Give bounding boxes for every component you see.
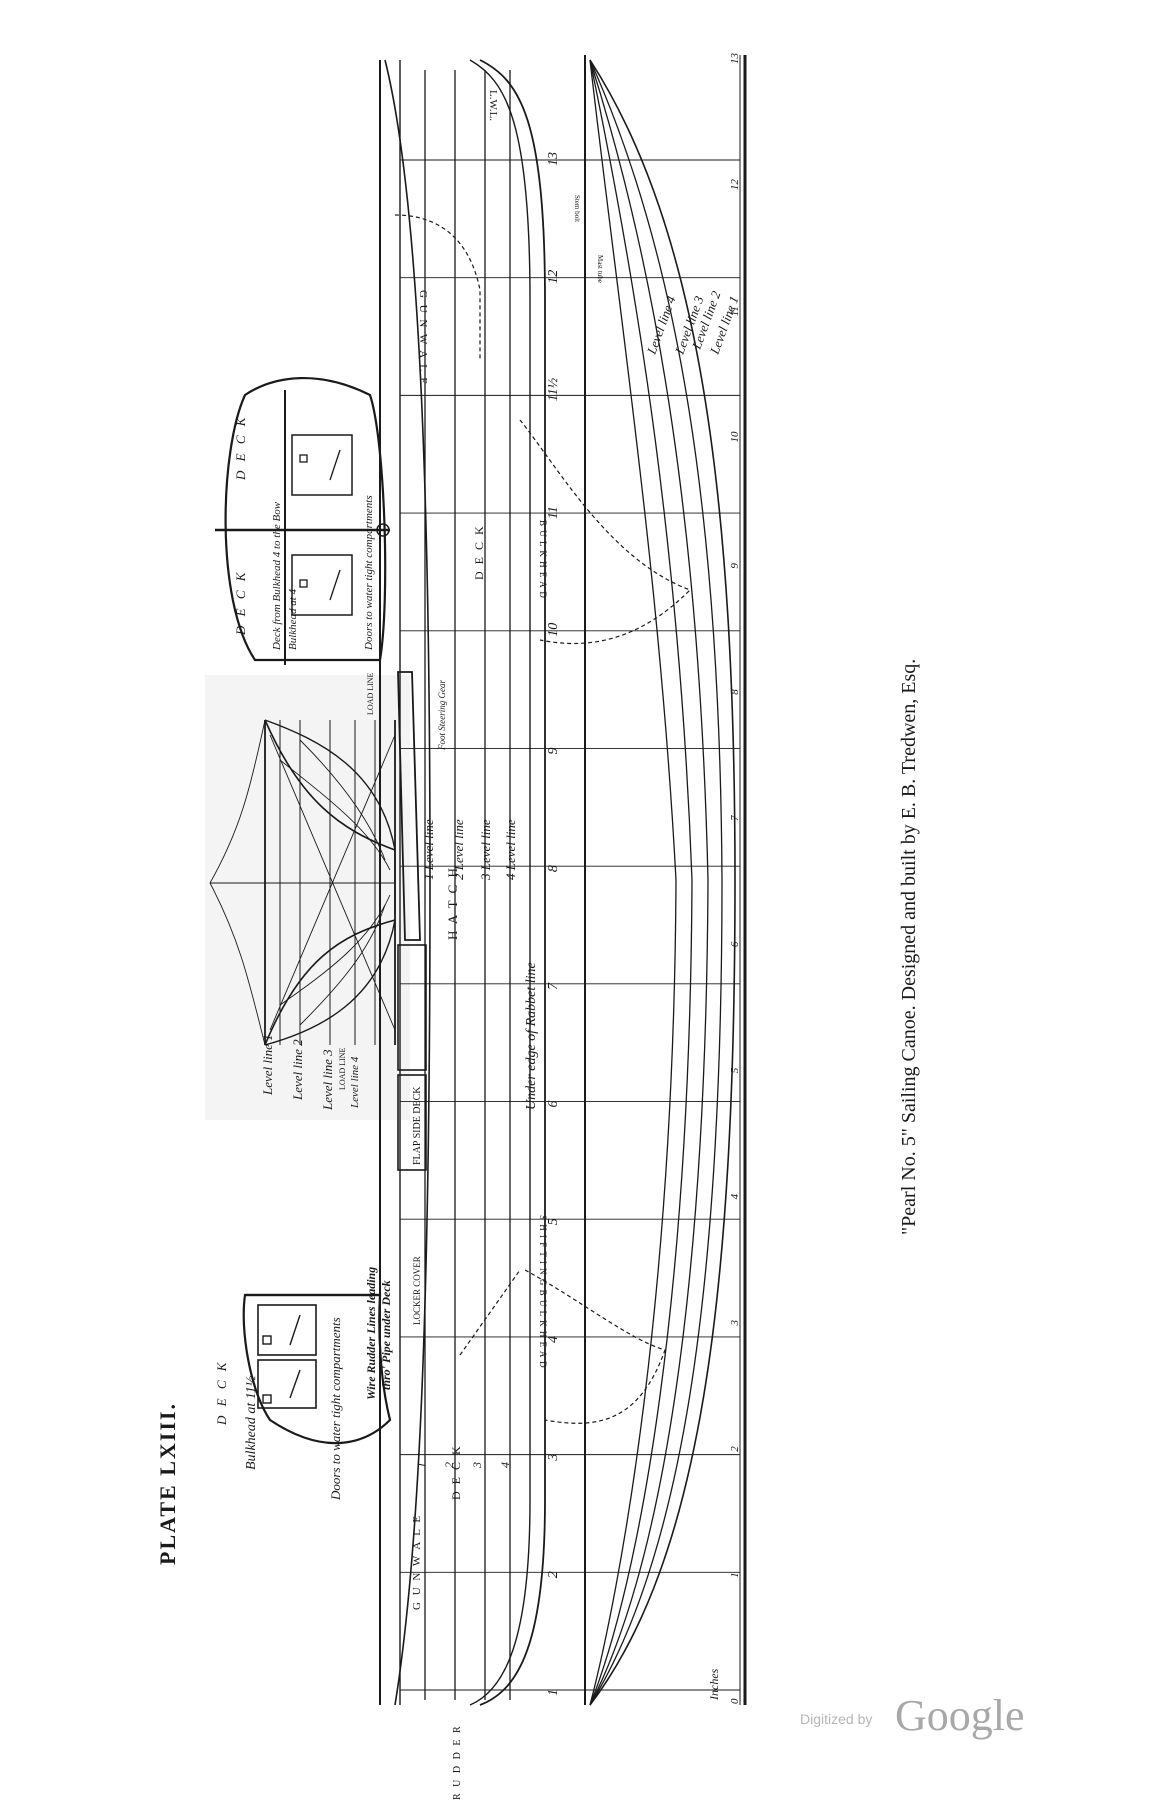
end-station-number: 3 bbox=[470, 1462, 484, 1469]
rudder-lines-label-2: thro' Pipe under Deck bbox=[379, 1280, 393, 1390]
station-number: 11½ bbox=[546, 377, 561, 401]
scale-tick-label: 13 bbox=[729, 53, 741, 65]
scale-tick-label: 2 bbox=[729, 1446, 741, 1452]
rabbet-line-label: Under edge of Rabbet line bbox=[524, 962, 539, 1110]
scale-tick-label: 1 bbox=[729, 1572, 741, 1578]
rudder-lines-label: Wire Rudder Lines leading bbox=[364, 1267, 378, 1400]
station-number: 12 bbox=[546, 270, 561, 284]
mast-tube-label: Mast tube bbox=[596, 255, 604, 283]
gunwale-bow-label: G U N W A L E bbox=[417, 290, 429, 386]
locker-cover-label: LOCKER COVER bbox=[412, 1256, 422, 1325]
rudder-label: R U D D E R bbox=[452, 1724, 463, 1800]
bulkhead-section-deck: D E C K bbox=[214, 1360, 229, 1426]
hatch-label: H A T C H bbox=[445, 866, 460, 940]
body-plan-load-line: LOAD LINE bbox=[338, 1047, 347, 1090]
station-number: 6 bbox=[546, 1101, 561, 1108]
shifting-bulkhead-label: S H I F T I N G B U L K H E A D bbox=[538, 1215, 548, 1369]
level-line-1-label: 1 Level line bbox=[421, 819, 436, 880]
body-plan-drawing bbox=[205, 675, 410, 1120]
station-number: 8 bbox=[546, 865, 561, 872]
end-section-deck-right: D E C K bbox=[233, 415, 248, 481]
watermark-brand: Google bbox=[895, 1691, 1025, 1740]
scale-tick-label: 7 bbox=[729, 815, 741, 821]
station-number: 4 bbox=[546, 1336, 561, 1343]
steering-gear-label: Foot Steering Gear bbox=[437, 680, 447, 751]
level-line-2-label: 2 Level line bbox=[451, 819, 466, 880]
watermark-prefix: Digitized by bbox=[800, 1711, 872, 1727]
station-number: 5 bbox=[546, 1218, 561, 1225]
end-section-deck-left: D E C K bbox=[233, 570, 248, 636]
level-line-4-label: 4 Level line bbox=[503, 819, 518, 880]
scale-label: Inches bbox=[707, 1668, 721, 1701]
end-section-drawing bbox=[215, 377, 390, 665]
bulkhead-section-doors-label: Doors to water tight compartments bbox=[328, 1317, 343, 1501]
station-number: 13 bbox=[546, 152, 561, 166]
body-plan-level-line-3: Level line 3 bbox=[320, 1049, 335, 1111]
end-station-number: 4 bbox=[498, 1462, 512, 1468]
station-number: 10 bbox=[546, 623, 561, 637]
flap-side-deck-label: FLAP SIDE DECK bbox=[412, 1086, 423, 1165]
station-number: 9 bbox=[546, 747, 561, 754]
sheer-plan-drawing bbox=[379, 59, 692, 1706]
scale-tick-label: 5 bbox=[729, 1067, 741, 1073]
scale-tick-label: 11 bbox=[729, 306, 741, 316]
gunwale-stern-label: G U N W A L E bbox=[411, 1514, 423, 1610]
scale-tick-label: 8 bbox=[729, 689, 741, 695]
body-plan-level-line-2: Level line 2 bbox=[290, 1039, 305, 1101]
deck-aft-label: D E C K bbox=[449, 1444, 463, 1500]
lwl-label: L.W.L. bbox=[487, 90, 499, 121]
stem-bolt-label: Stem bolt bbox=[573, 195, 581, 222]
body-plan-level-line-1: Level line 1 bbox=[260, 1034, 275, 1096]
end-section-bulkhead-4: Bulkhead at 4 bbox=[287, 588, 299, 650]
scale-tick-label: 6 bbox=[729, 941, 741, 947]
end-station-number: 2 bbox=[442, 1462, 456, 1468]
level-line-3-label: 3 Level line bbox=[478, 819, 493, 881]
station-number: 11 bbox=[546, 506, 561, 519]
body-plan-level-line-4: Level line 4 bbox=[349, 1056, 361, 1109]
bulkhead-label: B U L K H E A D bbox=[538, 520, 548, 599]
station-number: 1 bbox=[546, 1689, 561, 1696]
deck-fore-label: D E C K bbox=[472, 524, 486, 580]
scale-tick-label: 9 bbox=[729, 563, 741, 569]
station-number: 7 bbox=[546, 982, 561, 990]
station-number: 2 bbox=[546, 1571, 561, 1578]
bulkhead-section-bulkhead-label: Bulkhead at 11½ bbox=[244, 1375, 259, 1470]
body-plan-load-line-top: LOAD LINE bbox=[366, 672, 375, 715]
half-breadth-plan-drawing bbox=[584, 55, 747, 1706]
plate-title: PLATE LXIII. bbox=[155, 1402, 180, 1565]
station-number: 3 bbox=[546, 1454, 561, 1462]
end-station-number: 1 bbox=[414, 1462, 428, 1468]
scale-tick-label: 12 bbox=[729, 179, 741, 191]
end-section-deck-from: Deck from Bulkhead 4 to the Bow bbox=[271, 501, 283, 651]
scale-tick-label: 10 bbox=[729, 431, 741, 443]
scale-tick-label: 3 bbox=[729, 1320, 741, 1327]
end-section-doors: Doors to water tight compartments bbox=[363, 495, 375, 651]
scale-tick-label: 0 bbox=[729, 1698, 741, 1704]
scale-tick-label: 4 bbox=[729, 1193, 741, 1199]
plate-caption: "Pearl No. 5" Sailing Canoe. Designed an… bbox=[898, 659, 920, 1235]
